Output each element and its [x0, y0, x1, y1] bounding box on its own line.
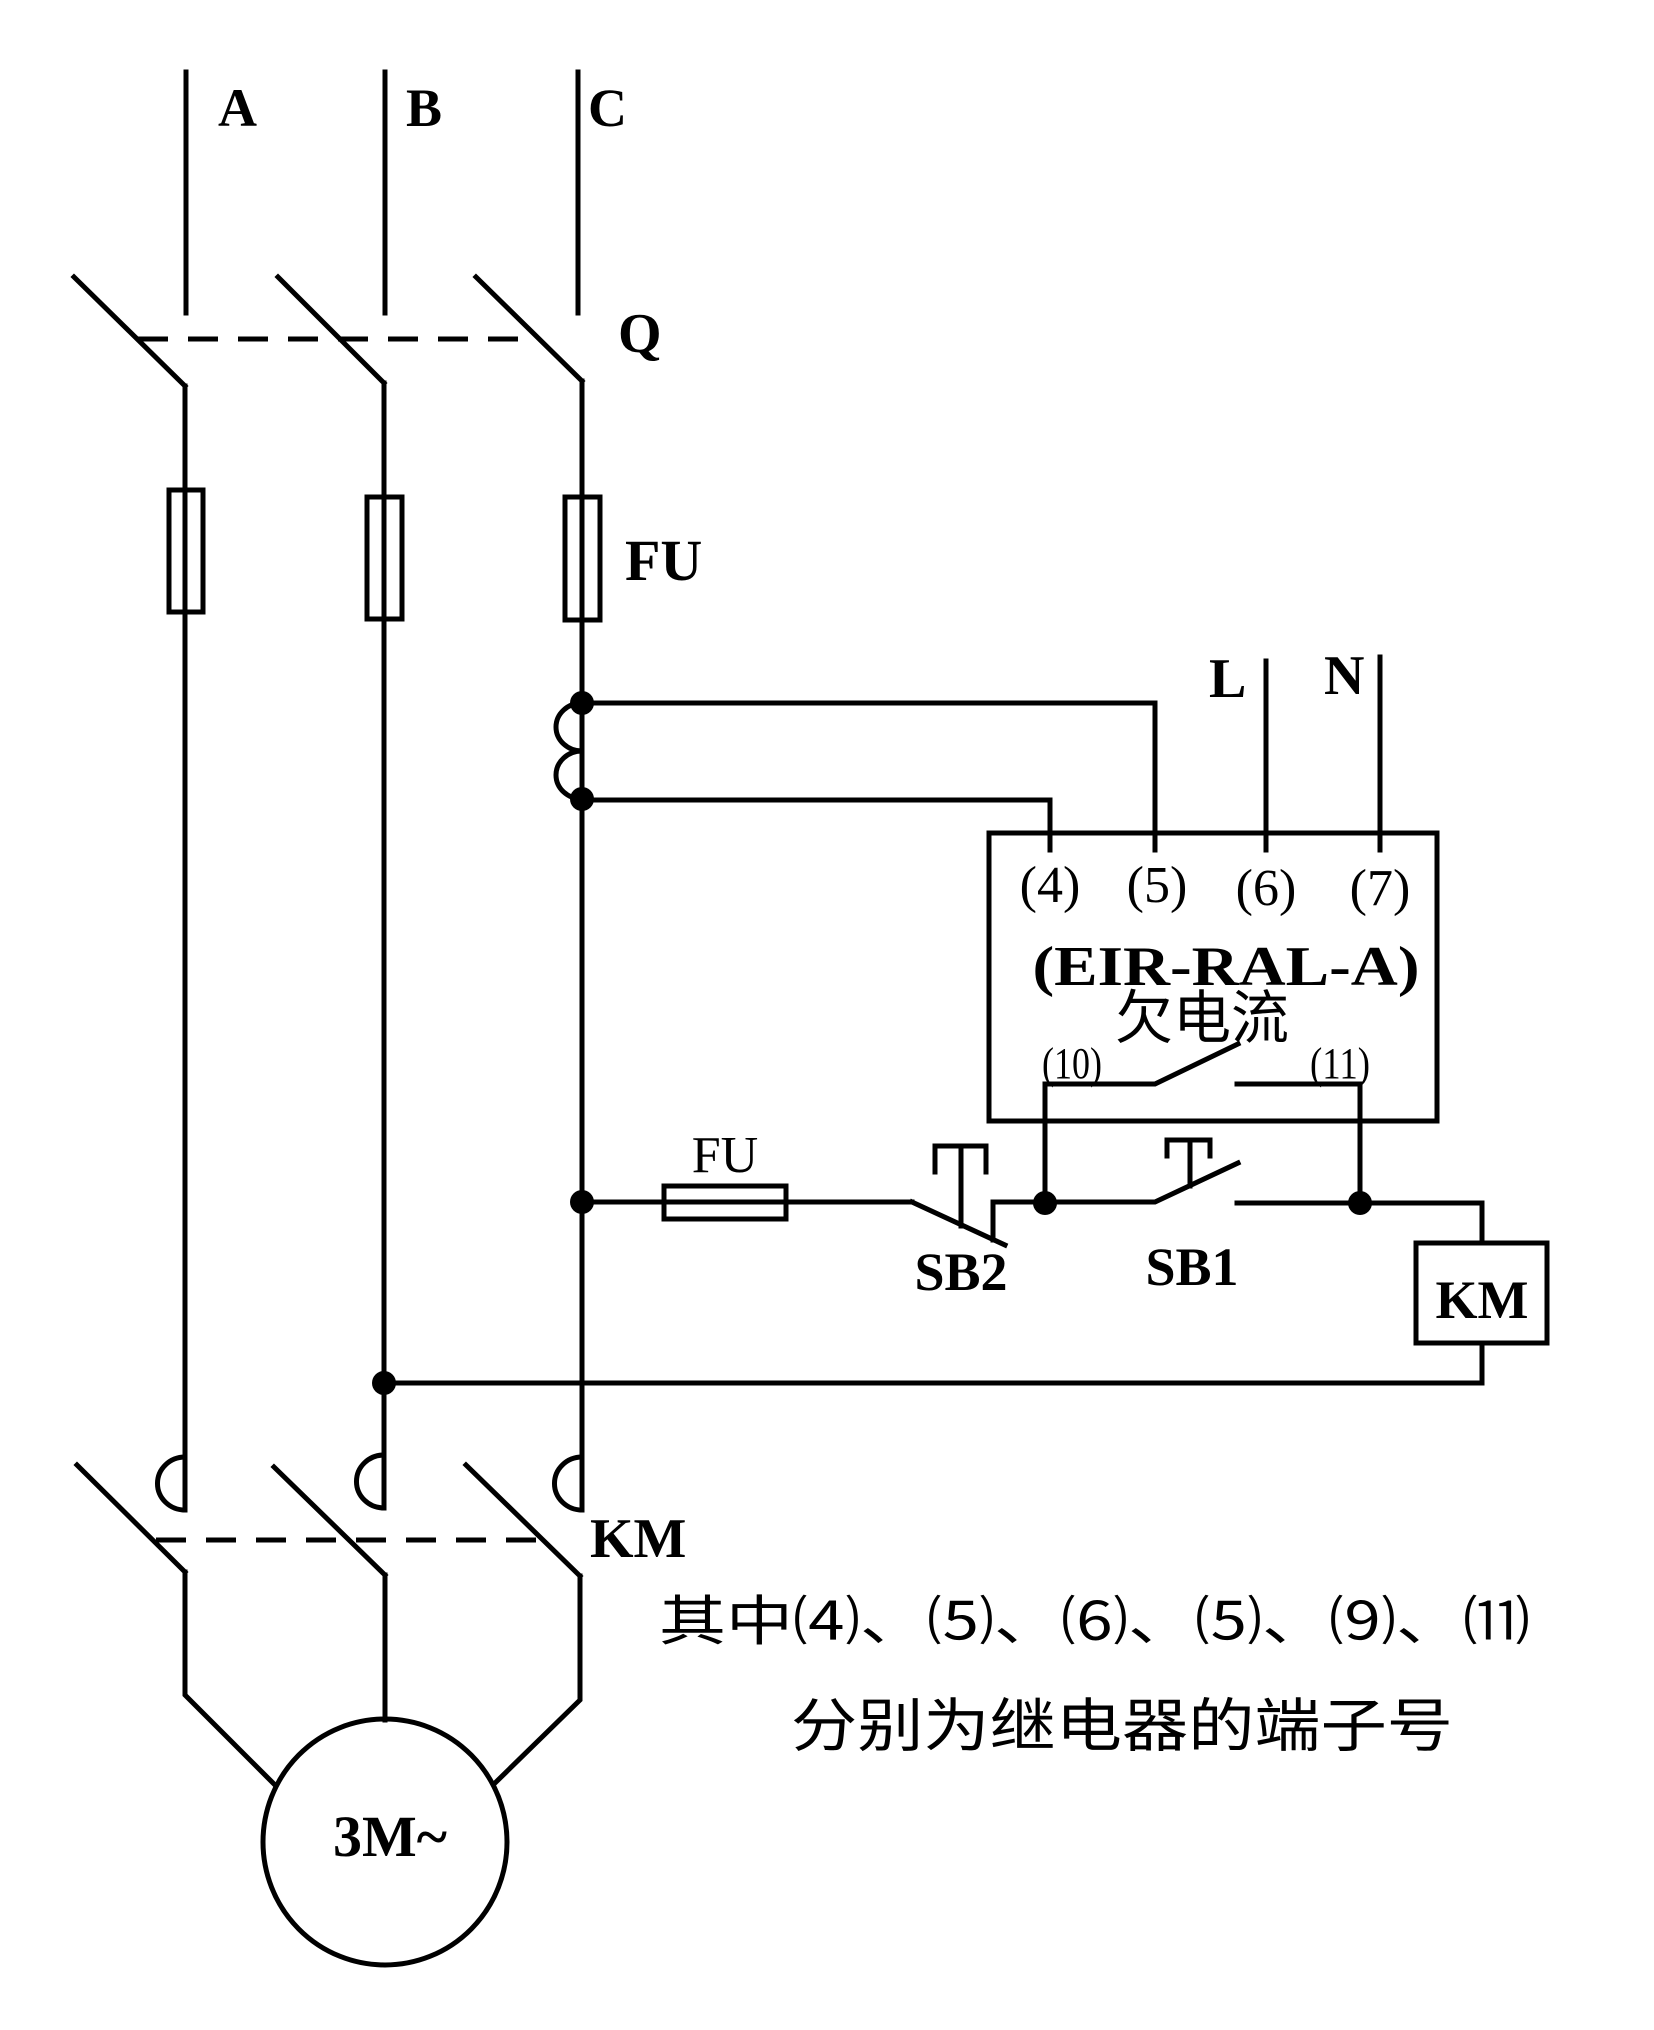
supply-l-label: L — [1209, 648, 1246, 710]
contact-arc-c — [551, 1454, 585, 1513]
note-line-2: 分别为继电器的端子号 — [791, 1692, 1453, 1760]
terminal-4-label: (4) — [1020, 857, 1081, 914]
sb2-button-head — [932, 1143, 989, 1175]
terminal-6-label: (6) — [1236, 860, 1297, 917]
relay-module: (4) (5) (6) (7) (EIR-RAL-A) 欠电流 (10) (11… — [986, 830, 1440, 1206]
contact-arc-b — [353, 1452, 387, 1511]
note-line-1: 其中⑷、⑸、⑹、⑸、⑼、⑾ — [659, 1590, 1530, 1653]
junction-dot — [570, 1190, 594, 1214]
relay-contact-right — [1234, 1081, 1363, 1206]
wire-to-terminal-5 — [579, 700, 1158, 853]
main-fuse-label: FU — [625, 528, 702, 593]
contact-blade-b — [270, 1463, 389, 1579]
contact-blade-a — [73, 1461, 189, 1576]
motor-label: 3M~ — [333, 1804, 447, 1869]
switch-blade-c — [472, 273, 586, 385]
phase-a-label: A — [218, 78, 257, 138]
sb1-button-head — [1164, 1137, 1213, 1159]
terminal-5-label: (5) — [1127, 857, 1188, 914]
control-circuit: FU SB2 SB1 KM — [372, 1127, 1550, 1395]
sb2-return-wire — [990, 1199, 1048, 1243]
stop-button-sb2 — [908, 1143, 1048, 1249]
control-fuse-label: FU — [692, 1127, 758, 1184]
contactor-main-label: KM — [590, 1508, 686, 1570]
relay-box — [986, 830, 1440, 1124]
switch-label: Q — [618, 303, 662, 365]
start-button-sb1 — [1042, 1137, 1485, 1206]
main-fuses — [166, 487, 603, 623]
switch-blade-a — [70, 273, 189, 390]
supply-n-label: N — [1324, 645, 1364, 707]
stop-button-label: SB2 — [914, 1242, 1007, 1302]
main-switch-q — [70, 273, 586, 390]
terminal-10-label: (10) — [1042, 1039, 1102, 1088]
contact-blade-c — [462, 1461, 584, 1580]
contact-arc-a — [154, 1454, 188, 1513]
contactor-main-contacts — [73, 1452, 585, 1580]
junction-dot — [372, 1371, 396, 1395]
phase-c-label: C — [588, 78, 627, 138]
relay-function-label: 欠电流 — [1115, 984, 1289, 1052]
terminal-11-label: (11) — [1310, 1039, 1370, 1088]
current-coil — [553, 691, 594, 811]
sb1-contact — [1042, 1159, 1242, 1205]
relay-contact-left — [1042, 1040, 1242, 1206]
coil-return-wire — [381, 1340, 1485, 1386]
phase-lines — [183, 69, 581, 316]
motor-lead-c — [491, 1573, 583, 1787]
contactor-coil-label: KM — [1436, 1270, 1529, 1330]
switch-blade-b — [274, 273, 388, 387]
terminal-7-label: (7) — [1350, 860, 1411, 917]
junction-dot — [1348, 1191, 1372, 1215]
start-button-label: SB1 — [1145, 1237, 1238, 1297]
phase-b-label: B — [406, 78, 442, 138]
motor-circle — [260, 1716, 510, 1968]
motor-lead-a — [182, 1569, 279, 1789]
wire-to-terminal-4 — [579, 797, 1053, 853]
relay-model-label: (EIR-RAL-A) — [1033, 936, 1420, 998]
